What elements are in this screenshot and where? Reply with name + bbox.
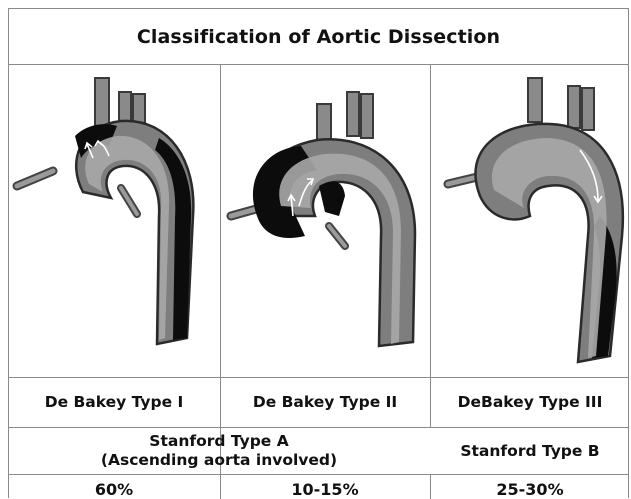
- stanford-type-a-note: (Ascending aorta involved): [101, 451, 337, 470]
- divider-col-2-lower: [430, 474, 431, 499]
- percentage-type-2: 10-15%: [221, 476, 429, 499]
- title-row: Classification of Aortic Dissection: [9, 9, 628, 65]
- percentage-type-3: 25-30%: [432, 476, 628, 499]
- divider-row-debakey: [9, 427, 628, 428]
- divider-row-stanford: [9, 474, 628, 475]
- stanford-type-a-cell: Stanford Type A (Ascending aorta involve…: [9, 429, 429, 473]
- percentage-type-1: 60%: [9, 476, 219, 499]
- aorta-illustration-type-3: [432, 66, 628, 379]
- stanford-type-b-label: Stanford Type B: [432, 429, 628, 473]
- debakey-type-2-label: De Bakey Type II: [221, 379, 429, 426]
- debakey-type-3-label: DeBakey Type III: [432, 379, 628, 426]
- stanford-type-a-label: Stanford Type A: [149, 432, 288, 451]
- classification-table: Classification of Aortic Dissection: [8, 8, 629, 498]
- debakey-type-1-label: De Bakey Type I: [9, 379, 219, 426]
- aorta-illustration-type-1: [9, 66, 219, 379]
- table-title: Classification of Aortic Dissection: [137, 26, 500, 48]
- aorta-illustration-type-2: [221, 66, 429, 379]
- divider-col-2-upper: [430, 65, 431, 427]
